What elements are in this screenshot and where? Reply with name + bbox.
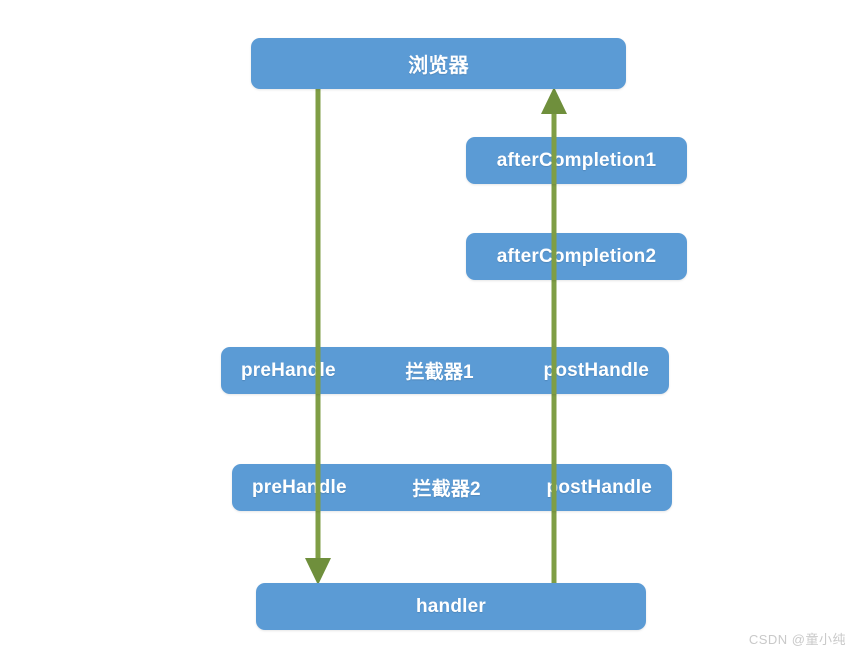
node-interceptor-2[interactable]: preHandle 拦截器2 postHandle	[232, 464, 672, 511]
node-after-completion-2-label: afterCompletion2	[496, 245, 657, 267]
node-browser-label: 浏览器	[408, 55, 469, 77]
interceptor-2-prehandle-label: preHandle	[252, 476, 347, 498]
node-after-completion-2[interactable]: afterCompletion2	[466, 233, 687, 280]
interceptor-1-posthandle-label: postHandle	[543, 359, 649, 381]
node-after-completion-1-label: afterCompletion1	[496, 149, 657, 171]
interceptor-2-name-label: 拦截器2	[412, 479, 481, 500]
interceptor-1-prehandle-label: preHandle	[241, 359, 336, 381]
node-handler[interactable]: handler	[256, 583, 646, 630]
node-after-completion-1[interactable]: afterCompletion1	[466, 137, 687, 184]
node-interceptor-1[interactable]: preHandle 拦截器1 postHandle	[221, 347, 669, 394]
watermark: CSDN @童小纯	[748, 632, 846, 647]
interceptor-2-posthandle-label: postHandle	[546, 476, 652, 498]
node-handler-label: handler	[415, 595, 487, 617]
interceptor-1-name-label: 拦截器1	[405, 362, 474, 383]
node-browser[interactable]: 浏览器	[251, 38, 626, 89]
